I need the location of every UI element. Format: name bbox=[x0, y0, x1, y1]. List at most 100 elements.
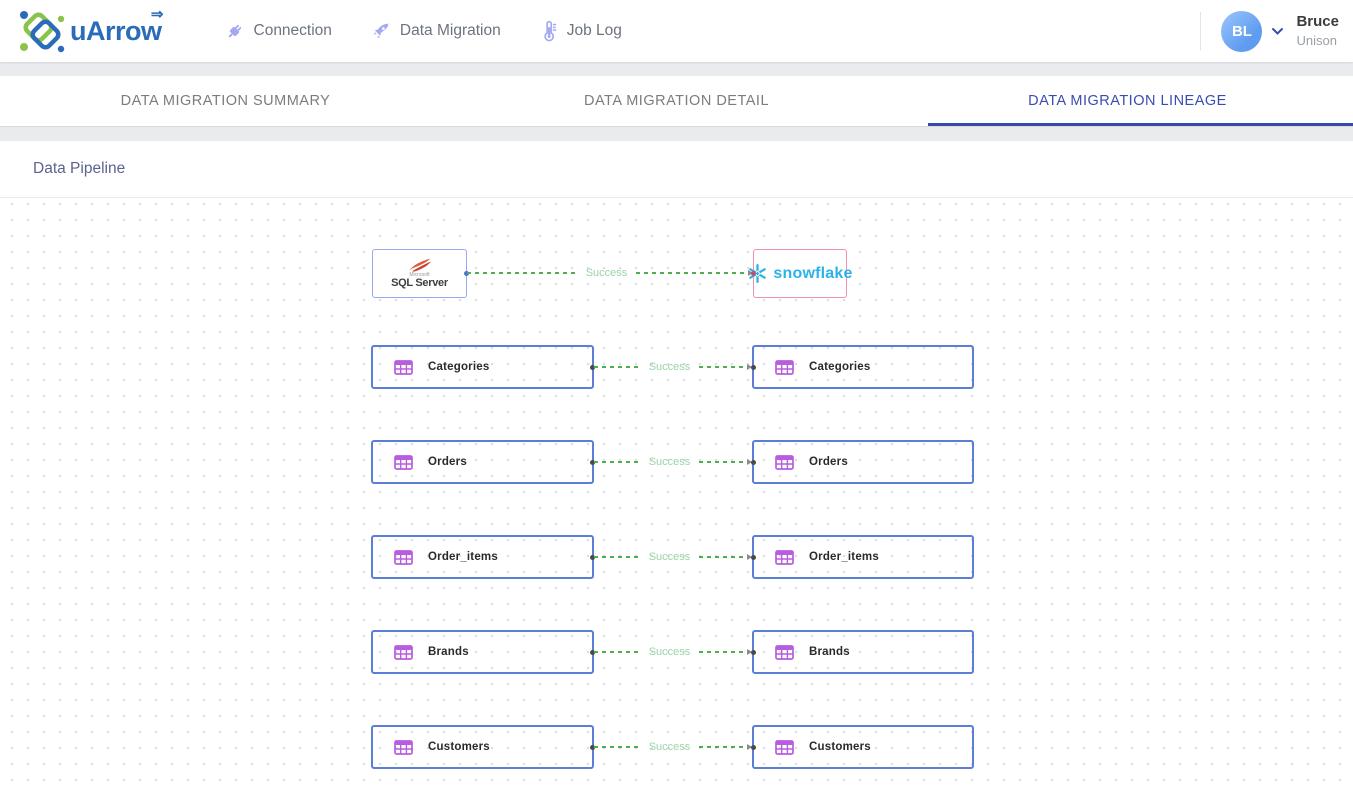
edge-dash bbox=[699, 556, 746, 558]
logo-arrow-icon: ⇒ bbox=[150, 5, 164, 23]
main-nav: Connection Data Migration J bbox=[224, 20, 660, 42]
table-icon bbox=[775, 359, 794, 375]
brand-text: uArrow bbox=[70, 15, 162, 46]
edge-dash bbox=[699, 461, 746, 463]
header-spacer-band bbox=[0, 62, 1353, 76]
user-area: BL Bruce Unison bbox=[1200, 10, 1339, 52]
table-label: Orders bbox=[428, 456, 467, 468]
edge-status-label: Success bbox=[648, 646, 691, 658]
tab-data-migration-lineage[interactable]: DATA MIGRATION LINEAGE bbox=[902, 76, 1353, 126]
table-label: Order_items bbox=[809, 551, 879, 563]
thermometer-icon bbox=[539, 20, 559, 42]
edge-customers: Success bbox=[594, 740, 753, 754]
table-icon bbox=[394, 549, 413, 565]
table-label: Customers bbox=[428, 741, 490, 753]
sql-server-swoosh-icon bbox=[409, 258, 432, 272]
connection-handle[interactable] bbox=[590, 364, 595, 370]
edge-status-label: Success bbox=[648, 361, 691, 373]
edge-brands: Success bbox=[594, 645, 753, 659]
table-label: Brands bbox=[809, 646, 850, 658]
pipeline-canvas[interactable]: Microsoft SQL Server Success snowflake bbox=[0, 198, 1353, 795]
node-table-target-orders[interactable]: Orders bbox=[751, 440, 974, 484]
edge-dash bbox=[699, 651, 746, 653]
edge-arrow-icon bbox=[747, 744, 753, 750]
connection-handle[interactable] bbox=[751, 649, 756, 655]
connection-handle[interactable] bbox=[590, 554, 595, 560]
node-table-target-brands[interactable]: Brands bbox=[751, 630, 974, 674]
edge-order-items: Success bbox=[594, 550, 753, 564]
sql-server-logo: Microsoft SQL Server bbox=[391, 258, 448, 289]
app-header: uArrow ⇒ Connection bbox=[0, 0, 1353, 62]
tab-data-migration-detail[interactable]: DATA MIGRATION DETAIL bbox=[583, 93, 770, 109]
node-table-source-customers[interactable]: Customers bbox=[371, 725, 595, 769]
connection-handle[interactable] bbox=[751, 459, 756, 465]
edge-sqlserver-snowflake: Success bbox=[467, 266, 754, 280]
edge-categories: Success bbox=[594, 360, 753, 374]
edge-arrow-icon bbox=[747, 459, 753, 465]
table-icon bbox=[775, 549, 794, 565]
node-table-source-brands[interactable]: Brands bbox=[371, 630, 595, 674]
edge-dash bbox=[699, 366, 746, 368]
nav-item-data-migration[interactable]: Data Migration bbox=[370, 20, 501, 42]
tab-data-migration-summary[interactable]: DATA MIGRATION SUMMARY bbox=[120, 93, 331, 109]
node-snowflake[interactable]: snowflake bbox=[749, 249, 852, 298]
table-label: Categories bbox=[428, 361, 490, 373]
node-table-source-categories[interactable]: Categories bbox=[371, 345, 595, 389]
rocket-icon bbox=[370, 20, 392, 42]
connection-handle[interactable] bbox=[751, 271, 756, 276]
table-label: Orders bbox=[809, 456, 848, 468]
nav-item-connection[interactable]: Connection bbox=[224, 20, 332, 42]
app-logo[interactable]: uArrow ⇒ bbox=[16, 5, 164, 55]
page-title: Data Pipeline bbox=[33, 160, 126, 177]
connection-handle[interactable] bbox=[751, 744, 756, 750]
connection-handle[interactable] bbox=[590, 459, 595, 465]
divider bbox=[0, 197, 1353, 198]
node-table-target-categories[interactable]: Categories bbox=[751, 345, 974, 389]
edge-arrow-icon bbox=[747, 364, 753, 370]
edge-arrow-icon bbox=[747, 554, 753, 560]
edge-status-label: Success bbox=[585, 267, 628, 279]
table-icon bbox=[775, 739, 794, 755]
connection-handle[interactable] bbox=[464, 271, 469, 276]
edge-dash bbox=[699, 746, 746, 748]
connection-handle[interactable] bbox=[590, 649, 595, 655]
nav-label: Job Log bbox=[566, 22, 622, 39]
connection-handle[interactable] bbox=[751, 364, 756, 370]
table-icon bbox=[775, 644, 794, 660]
user-names: Bruce Unison bbox=[1296, 12, 1339, 50]
edge-dash bbox=[636, 272, 747, 274]
node-table-target-order-items[interactable]: Order_items bbox=[751, 535, 974, 579]
tab-bar: DATA MIGRATION SUMMARY DATA MIGRATION DE… bbox=[0, 76, 1353, 126]
edge-orders: Success bbox=[594, 455, 753, 469]
table-label: Categories bbox=[809, 361, 871, 373]
nav-item-job-log[interactable]: Job Log bbox=[539, 20, 622, 42]
edge-dash bbox=[594, 366, 640, 368]
table-icon bbox=[394, 454, 413, 470]
nav-label: Connection bbox=[253, 22, 332, 39]
node-table-source-orders[interactable]: Orders bbox=[371, 440, 595, 484]
snowflake-icon bbox=[749, 264, 767, 283]
user-name: Bruce bbox=[1296, 13, 1339, 31]
avatar[interactable]: BL bbox=[1221, 10, 1263, 52]
table-label: Brands bbox=[428, 646, 469, 658]
nav-label: Data Migration bbox=[399, 22, 501, 39]
connection-handle[interactable] bbox=[751, 554, 756, 560]
sql-server-brand-small: Microsoft bbox=[409, 272, 430, 278]
edge-arrow-icon bbox=[748, 270, 754, 276]
connection-handle[interactable] bbox=[590, 744, 595, 750]
tab-spacer-band bbox=[0, 126, 1353, 141]
node-table-target-customers[interactable]: Customers bbox=[751, 725, 974, 769]
table-icon bbox=[394, 739, 413, 755]
node-sql-server[interactable]: Microsoft SQL Server bbox=[372, 249, 469, 298]
edge-dash bbox=[594, 746, 640, 748]
node-table-source-order-items[interactable]: Order_items bbox=[371, 535, 595, 579]
snowflake-title: snowflake bbox=[773, 264, 853, 282]
table-icon bbox=[394, 644, 413, 660]
edge-dash bbox=[594, 461, 640, 463]
sql-server-title: SQL Server bbox=[391, 277, 448, 289]
header-divider bbox=[1200, 12, 1202, 50]
lineage-panel: Data Pipeline Microsoft SQL Server Succe… bbox=[0, 141, 1353, 795]
edge-dash bbox=[594, 556, 640, 558]
edge-status-label: Success bbox=[648, 551, 691, 563]
chevron-down-icon[interactable] bbox=[1271, 27, 1284, 36]
